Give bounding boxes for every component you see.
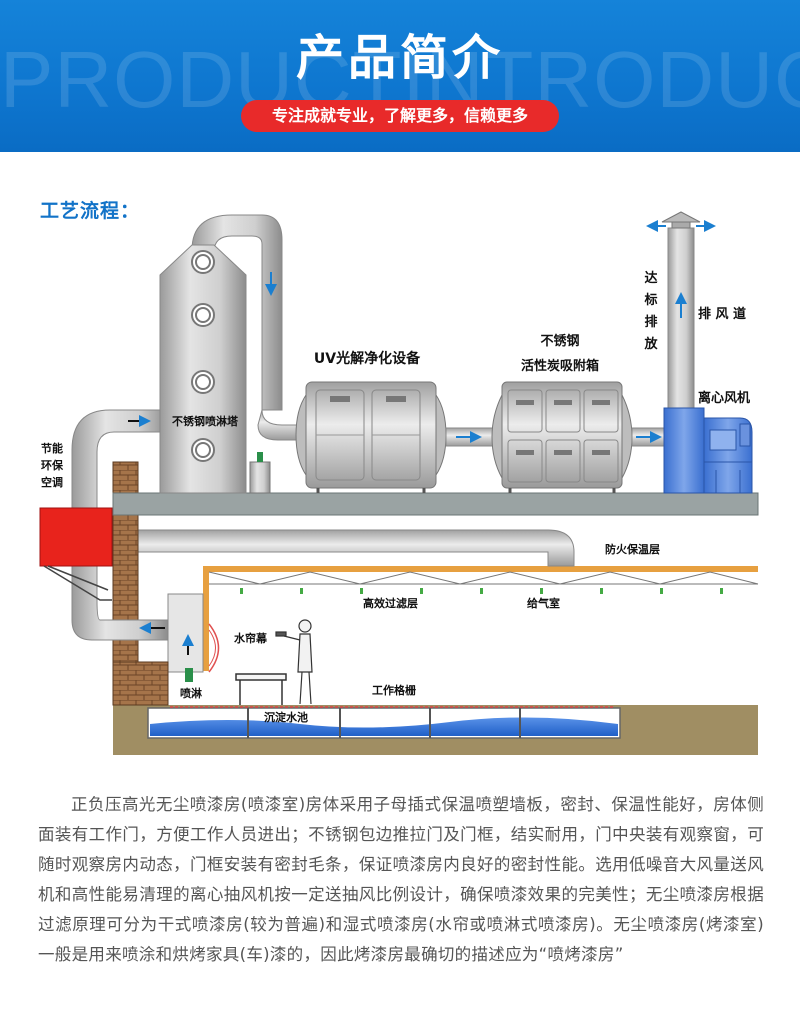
label-ac-3: 空调 — [41, 475, 63, 489]
booth-left-post — [203, 566, 209, 671]
label-ac-1: 节能 — [41, 441, 63, 455]
label-hepa-filter: 高效过滤层 — [363, 596, 418, 610]
pool-dividers — [247, 708, 521, 738]
banner-title: 产品简介 — [295, 30, 504, 86]
tower-top-duct — [191, 214, 283, 411]
label-carbon-box-line2: 活性炭吸附箱 — [521, 358, 599, 374]
worker-figure — [275, 619, 313, 705]
label-fire-insulation: 防火保温层 — [605, 542, 660, 556]
spray-chamber — [167, 593, 204, 673]
label-centrifugal-fan: 离心风机 — [698, 390, 750, 406]
process-flow-heading: 工艺流程： — [40, 200, 141, 222]
tower-body — [159, 244, 247, 494]
stack-cap — [661, 211, 701, 223]
water-pump — [249, 461, 271, 494]
brick-wall-base — [112, 661, 169, 706]
banner-tagline: 专注成就专业，了解更多，信赖更多 — [241, 100, 559, 132]
label-air-supply: 给气室 — [527, 596, 560, 610]
water-curtain — [208, 623, 220, 673]
pool-water — [150, 717, 618, 736]
centrifugal-fan — [663, 407, 753, 494]
label-water-curtain: 水帘幕 — [234, 631, 268, 645]
booth-ceiling-beam — [203, 566, 758, 572]
return-duct — [71, 409, 169, 641]
label-exhaust-duct: 排 风 道 — [698, 306, 746, 322]
header-banner: PRODUCTINTRODUCTION 产品简介 专注成就专业，了解更多，信赖更… — [0, 0, 800, 152]
ceiling-truss — [208, 571, 759, 585]
label-standard-3: 排 — [644, 314, 657, 330]
uv-device — [295, 381, 447, 493]
exhaust-stack — [667, 227, 695, 411]
equipment-platform — [112, 492, 759, 516]
label-spray: 喷淋 — [180, 686, 202, 700]
supply-duct — [137, 529, 575, 567]
ac-unit — [39, 507, 113, 567]
label-standard-1: 达 — [644, 270, 657, 286]
work-table — [235, 673, 287, 705]
product-description: 正负压高光无尘喷漆房(喷漆室)房体采用子母插式保温喷塑墙板，密封、保温性能好，房… — [38, 795, 764, 964]
label-carbon-box-line1: 不锈钢 — [540, 333, 579, 349]
label-spray-tower: 不锈钢喷淋塔 — [172, 414, 239, 428]
label-uv-device: UV光解净化设备 — [314, 350, 421, 367]
label-sedimentation-pool: 沉淀水池 — [264, 710, 308, 724]
filter-nozzles — [240, 588, 723, 594]
spray-pump — [185, 668, 193, 682]
carbon-box — [491, 381, 633, 493]
label-work-grille: 工作格栅 — [372, 683, 416, 697]
label-ac-2: 环保 — [41, 458, 64, 472]
tower-portholes — [191, 250, 215, 462]
label-standard-4: 放 — [643, 336, 658, 352]
process-flow-diagram: 不锈钢喷淋塔 UV光解净化设备 不锈钢 活性炭吸附箱 排 风 道 达 标 排 放… — [39, 211, 759, 755]
label-standard-2: 标 — [643, 292, 657, 308]
